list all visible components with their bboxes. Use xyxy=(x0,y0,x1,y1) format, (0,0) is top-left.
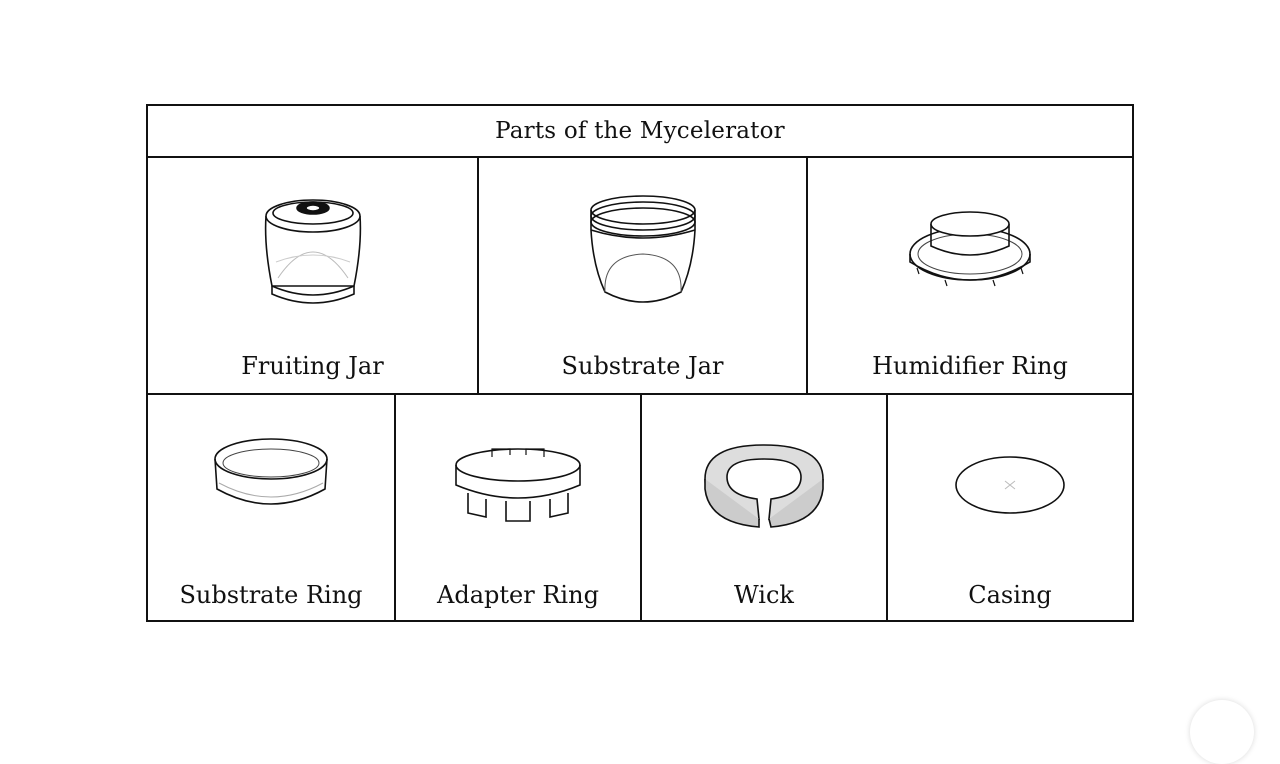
substrate-jar-icon xyxy=(589,195,696,303)
part-cell-casing: Casing xyxy=(886,393,1132,620)
floating-action-button[interactable] xyxy=(1190,700,1254,764)
adapter-ring-icon xyxy=(455,448,581,522)
part-label: Humidifier Ring xyxy=(872,352,1068,380)
part-label: Substrate Ring xyxy=(179,581,363,609)
part-cell-fruiting-jar: Fruiting Jar xyxy=(148,158,477,393)
substrate-ring-icon xyxy=(214,438,328,505)
parts-table: Parts of the Mycelerator Fruiting Jar xyxy=(146,104,1134,622)
part-cell-humidifier-ring: Humidifier Ring xyxy=(806,158,1132,393)
part-label: Adapter Ring xyxy=(437,581,599,609)
table-title: Parts of the Mycelerator xyxy=(148,106,1132,158)
part-cell-substrate-jar: Substrate Jar xyxy=(477,158,806,393)
part-label: Wick xyxy=(734,581,794,609)
part-label: Substrate Jar xyxy=(561,352,724,380)
part-cell-substrate-ring: Substrate Ring xyxy=(148,393,394,620)
fruiting-jar-icon xyxy=(264,199,361,304)
humidifier-ring-icon xyxy=(909,211,1031,287)
part-label: Casing xyxy=(968,581,1052,609)
casing-icon xyxy=(955,456,1065,514)
part-label: Fruiting Jar xyxy=(241,352,384,380)
wick-icon xyxy=(704,444,824,528)
part-cell-adapter-ring: Adapter Ring xyxy=(394,393,640,620)
part-cell-wick: Wick xyxy=(640,393,886,620)
